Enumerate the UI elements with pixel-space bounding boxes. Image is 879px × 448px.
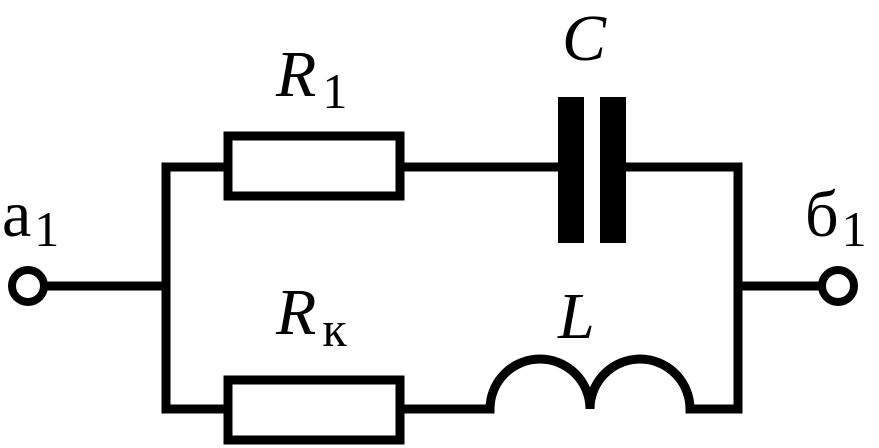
- terminal-a1: [8, 266, 48, 306]
- label-rk-symbol: R: [275, 276, 316, 349]
- label-b1: б1: [805, 178, 867, 257]
- capacitor-c: [558, 97, 626, 243]
- label-r1-subscript: 1: [322, 63, 347, 119]
- inductor-l: [485, 354, 695, 410]
- label-l: L: [557, 280, 595, 353]
- label-a1-subscript: 1: [34, 201, 59, 257]
- label-rk-subscript: к: [322, 301, 347, 357]
- terminal-b1: [818, 266, 858, 306]
- label-r1-symbol: R: [275, 38, 316, 111]
- label-a1: а1: [2, 178, 59, 257]
- label-c: C: [562, 2, 607, 75]
- label-a1-symbol: а: [2, 178, 31, 251]
- label-b1-symbol: б: [805, 178, 839, 251]
- resistor-rk: [223, 375, 405, 445]
- label-b1-subscript: 1: [842, 201, 867, 257]
- wires: [37, 162, 825, 414]
- resistor-r1: [223, 131, 405, 201]
- capacitor-plate-left: [558, 97, 584, 243]
- capacitor-plate-right: [600, 97, 626, 243]
